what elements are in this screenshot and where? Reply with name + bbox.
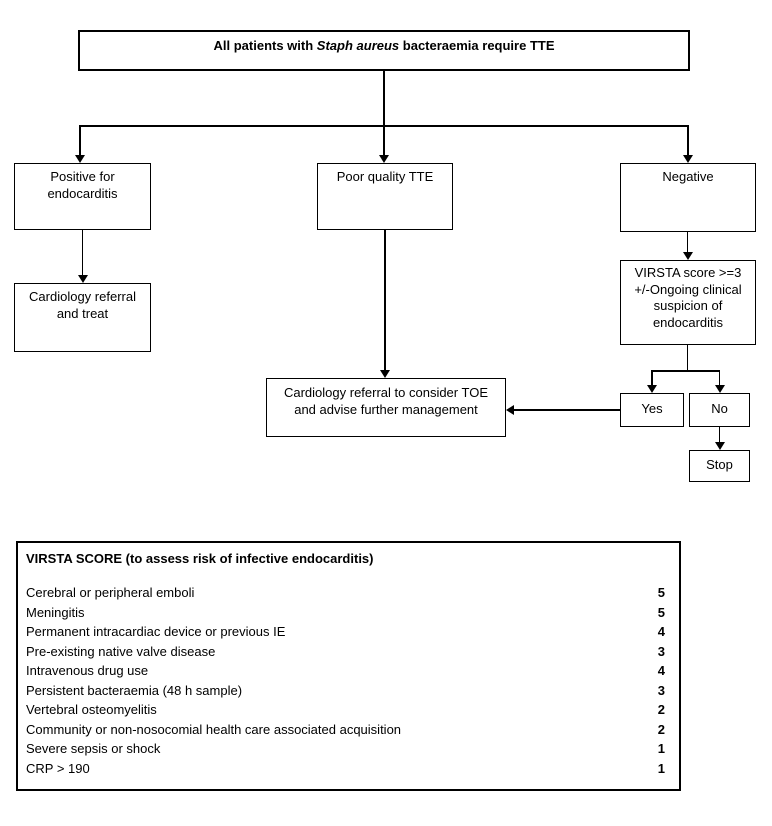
connector-split-bar bbox=[651, 370, 721, 372]
cardiology-referral-treat-box: Cardiology referral and treat bbox=[14, 283, 151, 352]
positive-endocarditis-box: Positive for endocarditis bbox=[14, 163, 151, 230]
row-label: Pre-existing native valve disease bbox=[26, 643, 216, 659]
virsta-score-table: VIRSTA SCORE (to assess risk of infectiv… bbox=[16, 541, 681, 791]
connector-virsta-stem bbox=[686, 345, 689, 370]
root-text-prefix: All patients with bbox=[213, 38, 317, 53]
arrowhead-no bbox=[714, 385, 725, 393]
row-points: 2 bbox=[657, 702, 665, 717]
row-label: Permanent intracardiac device or previou… bbox=[26, 624, 286, 639]
connector-yes-to-toe bbox=[514, 409, 620, 411]
table-row: Pre-existing native valve disease 3 bbox=[26, 642, 671, 662]
root-box: All patients with Staph aureus bacteraem… bbox=[78, 30, 690, 71]
row-points: 5 bbox=[657, 604, 665, 620]
virsta-score-rows: Cerebral or peripheral emboli 5 Meningit… bbox=[26, 583, 671, 778]
arrowhead-yes bbox=[647, 385, 657, 393]
connector-drop-left bbox=[79, 125, 81, 155]
root-text-organism: Staph aureus bbox=[316, 38, 400, 53]
arrowhead-drop-middle bbox=[379, 155, 389, 163]
row-points: 3 bbox=[657, 682, 665, 698]
table-row: Vertebral osteomyelitis 2 bbox=[26, 700, 671, 720]
table-row: Permanent intracardiac device or previou… bbox=[26, 622, 671, 642]
row-points: 2 bbox=[657, 721, 665, 737]
arrowhead-drop-left bbox=[75, 155, 85, 163]
row-label: Cerebral or peripheral emboli bbox=[26, 585, 195, 600]
table-row: Community or non-nosocomial health care … bbox=[26, 720, 671, 740]
cardiology-toe-box: Cardiology referral to consider TOE and … bbox=[266, 378, 506, 437]
connector-yes-drop bbox=[651, 370, 653, 385]
row-label: Vertebral osteomyelitis bbox=[26, 702, 157, 717]
arrowhead-drop-right bbox=[683, 155, 693, 163]
row-points: 1 bbox=[657, 760, 665, 776]
connector-positive-to-cardiology bbox=[81, 230, 84, 275]
table-row: CRP > 190 1 bbox=[26, 759, 671, 779]
root-text-suffix: bacteraemia require TTE bbox=[399, 38, 555, 53]
arrowhead-cardiology bbox=[77, 275, 88, 283]
connector-no-drop bbox=[718, 370, 721, 385]
table-row: Meningitis 5 bbox=[26, 603, 671, 623]
virsta-decision-box: VIRSTA score >=3 +/-Ongoing clinical sus… bbox=[620, 260, 756, 345]
no-box: No bbox=[689, 393, 750, 427]
connector-no-to-stop bbox=[718, 427, 721, 442]
row-points: 3 bbox=[657, 643, 665, 659]
row-label: Intravenous drug use bbox=[26, 663, 149, 678]
virsta-score-table-title: VIRSTA SCORE (to assess risk of infectiv… bbox=[26, 551, 374, 566]
arrowhead-stop bbox=[714, 442, 725, 450]
connector-negative-to-virsta bbox=[686, 232, 689, 252]
row-label: CRP > 190 bbox=[26, 760, 90, 776]
connector-drop-right bbox=[687, 125, 689, 155]
row-points: 4 bbox=[657, 624, 665, 639]
row-label: Community or non-nosocomial health care … bbox=[26, 721, 402, 737]
table-row: Severe sepsis or shock 1 bbox=[26, 739, 671, 759]
row-points: 5 bbox=[657, 585, 665, 600]
arrowhead-toe bbox=[380, 370, 390, 378]
stop-box: Stop bbox=[689, 450, 750, 482]
connector-poor-to-toe bbox=[384, 230, 386, 370]
yes-box: Yes bbox=[620, 393, 684, 427]
row-points: 4 bbox=[657, 663, 665, 678]
table-row: Intravenous drug use 4 bbox=[26, 661, 671, 681]
table-row: Persistent bacteraemia (48 h sample) 3 bbox=[26, 681, 671, 701]
poor-quality-tte-box: Poor quality TTE bbox=[317, 163, 453, 230]
arrowhead-yes-to-toe bbox=[506, 405, 514, 415]
row-label: Meningitis bbox=[26, 604, 85, 620]
row-points: 1 bbox=[657, 741, 665, 756]
table-row: Cerebral or peripheral emboli 5 bbox=[26, 583, 671, 603]
row-label: Severe sepsis or shock bbox=[26, 741, 161, 756]
negative-box: Negative bbox=[620, 163, 756, 232]
connector-root-stem bbox=[383, 70, 385, 125]
row-label: Persistent bacteraemia (48 h sample) bbox=[26, 682, 243, 698]
connector-drop-middle bbox=[383, 125, 385, 155]
arrowhead-virsta bbox=[682, 252, 693, 260]
